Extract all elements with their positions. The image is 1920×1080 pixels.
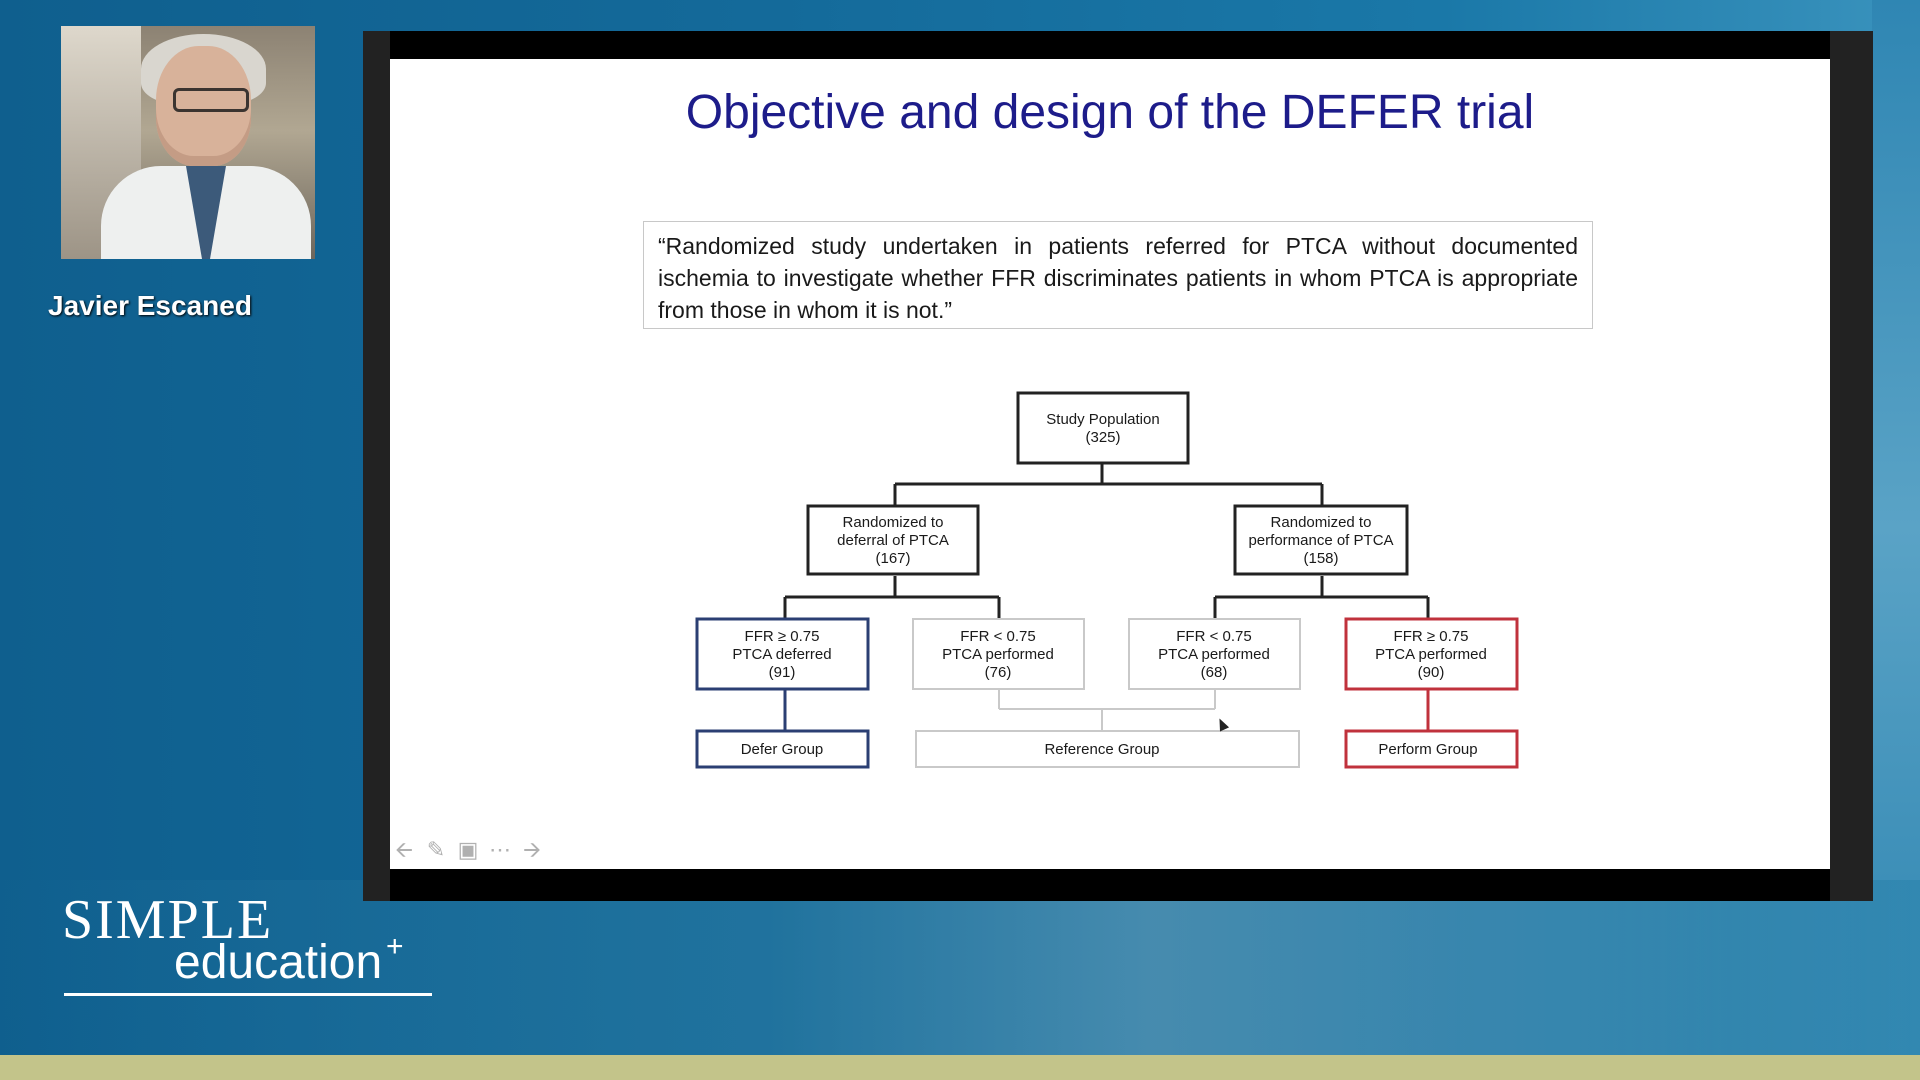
logo-education: education [174,935,382,990]
arrow-right-icon[interactable]: 🡪 [520,838,544,862]
pen-icon[interactable]: ✎ [424,838,448,862]
box-reference-group: Reference Group [916,731,1299,767]
slide-controls: 🡨 ✎ ▣ ⋯ 🡪 [392,838,544,862]
box-study-population-line2: (325) [1085,429,1120,446]
box-ffr-high-performed-line3: (90) [1418,664,1445,681]
slide: Objective and design of the DEFER trial … [390,59,1830,869]
defer-group-label: Defer Group [741,741,824,758]
box-ffr-deferred-line3: (91) [769,664,796,681]
reference-connector [999,689,1215,731]
box-defer-group: Defer Group [697,731,868,767]
box-ffr-high-performed: FFR ≥ 0.75 PTCA performed (90) [1346,619,1517,689]
box-study-population: Study Population (325) [1018,393,1188,463]
box-ffr-low-right-line1: FFR < 0.75 [1176,628,1251,645]
box-ffr-deferred-line1: FFR ≥ 0.75 [745,628,820,645]
webcam-glasses [173,88,249,112]
presenter-webcam [61,26,315,259]
box-perform-group: Perform Group [1346,731,1517,767]
box-study-population-line1: Study Population [1046,411,1159,428]
perform-group-label: Perform Group [1378,741,1477,758]
box-ffr-low-left-line2: PTCA performed [942,646,1054,663]
screen-bezel-top [390,31,1830,59]
logo-underline [64,993,432,996]
arrow-left-icon[interactable]: 🡨 [392,838,416,862]
presenter-name: Javier Escaned [48,290,252,322]
slides-icon[interactable]: ▣ [456,838,480,862]
box-ffr-high-performed-line1: FFR ≥ 0.75 [1394,628,1469,645]
bottom-band [0,1055,1920,1080]
box-randomized-performance-line2: performance of PTCA [1248,532,1393,549]
reference-group-label: Reference Group [1044,741,1159,758]
box-ffr-low-left-line3: (76) [985,664,1012,681]
box-ffr-low-performed-right: FFR < 0.75 PTCA performed (68) [1129,619,1300,689]
box-ffr-high-performed-line2: PTCA performed [1375,646,1487,663]
box-randomized-performance: Randomized to performance of PTCA (158) [1235,506,1407,574]
box-ffr-deferred: FFR ≥ 0.75 PTCA deferred (91) [697,619,868,689]
box-randomized-deferral-line3: (167) [875,550,910,567]
logo-plus-mark: + [386,930,404,964]
box-ffr-low-performed-left: FFR < 0.75 PTCA performed (76) [913,619,1084,689]
flowchart: Study Population (325) Randomized to def… [390,59,1830,869]
box-randomized-deferral-line1: Randomized to [843,514,944,531]
box-randomized-performance-line1: Randomized to [1271,514,1372,531]
box-ffr-deferred-line2: PTCA deferred [732,646,831,663]
box-ffr-low-right-line3: (68) [1201,664,1228,681]
screen-bezel-bottom [390,869,1830,901]
background-right-panel [1872,0,1920,880]
more-icon[interactable]: ⋯ [488,838,512,862]
box-randomized-performance-line3: (158) [1303,550,1338,567]
box-ffr-low-left-line1: FFR < 0.75 [960,628,1035,645]
box-ffr-low-right-line2: PTCA performed [1158,646,1270,663]
box-randomized-deferral: Randomized to deferral of PTCA (167) [808,506,978,574]
box-randomized-deferral-line2: deferral of PTCA [837,532,949,549]
